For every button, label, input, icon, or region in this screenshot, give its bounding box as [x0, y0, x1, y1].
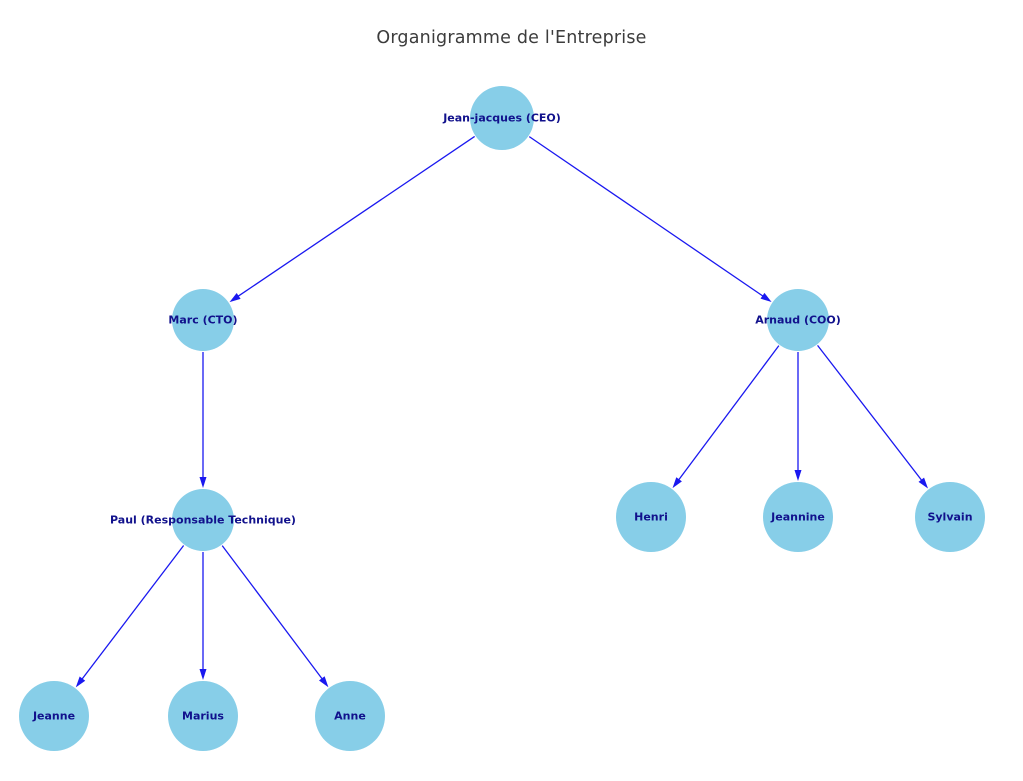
- org-node-coo[interactable]: Arnaud (COO): [755, 289, 841, 351]
- org-node-resp[interactable]: Paul (Responsable Technique): [110, 489, 296, 551]
- edge-resp-to-anne: [221, 545, 329, 688]
- org-node-sylvain[interactable]: Sylvain: [915, 482, 985, 552]
- node-circle-marius[interactable]: [168, 681, 238, 751]
- edge-ceo-to-cto: [229, 135, 476, 303]
- arrowhead-icon: [794, 470, 802, 481]
- node-label-marius: Marius: [182, 710, 224, 723]
- edge-coo-to-jeannine: [794, 352, 802, 481]
- arrowhead-icon: [319, 676, 329, 688]
- arrowhead-icon: [199, 669, 207, 680]
- org-node-jeannine[interactable]: Jeannine: [763, 482, 833, 552]
- node-label-jeannine: Jeannine: [770, 511, 825, 524]
- arrowhead-icon: [918, 477, 929, 489]
- node-label-resp: Paul (Responsable Technique): [110, 514, 296, 527]
- nodes-layer: Jean-jacques (CEO) Marc (CTO) Arnaud (COO)…: [19, 86, 985, 751]
- page-title: Organigramme de l'Entreprise: [376, 28, 647, 48]
- edge-resp-to-marius: [199, 552, 207, 680]
- org-node-henri[interactable]: Henri: [616, 482, 686, 552]
- node-label-coo: Arnaud (COO): [755, 314, 841, 327]
- node-label-henri: Henri: [634, 511, 668, 524]
- node-circle-cto[interactable]: [172, 289, 234, 351]
- edges-layer: [75, 135, 929, 688]
- arrowhead-icon: [75, 676, 86, 688]
- node-label-sylvain: Sylvain: [927, 511, 972, 524]
- node-label-ceo: Jean-jacques (CEO): [442, 112, 561, 125]
- edge-coo-to-sylvain: [817, 344, 929, 489]
- node-circle-jeanne[interactable]: [19, 681, 89, 751]
- arrowhead-icon: [199, 477, 207, 488]
- org-node-cto[interactable]: Marc (CTO): [168, 289, 238, 351]
- org-node-marius[interactable]: Marius: [168, 681, 238, 751]
- node-circle-ceo[interactable]: [470, 86, 534, 150]
- edge-coo-to-henri: [672, 345, 780, 489]
- node-circle-jeannine[interactable]: [763, 482, 833, 552]
- node-circle-resp[interactable]: [172, 489, 234, 551]
- node-label-jeanne: Jeanne: [32, 710, 75, 723]
- org-node-jeanne[interactable]: Jeanne: [19, 681, 89, 751]
- arrowhead-icon: [672, 477, 682, 489]
- edge-ceo-to-coo: [528, 136, 772, 302]
- node-circle-anne[interactable]: [315, 681, 385, 751]
- node-circle-henri[interactable]: [616, 482, 686, 552]
- edge-resp-to-jeanne: [75, 545, 185, 688]
- node-label-cto: Marc (CTO): [168, 314, 237, 327]
- org-node-ceo[interactable]: Jean-jacques (CEO): [442, 86, 561, 150]
- node-circle-sylvain[interactable]: [915, 482, 985, 552]
- arrowhead-icon: [229, 293, 241, 303]
- org-node-anne[interactable]: Anne: [315, 681, 385, 751]
- node-circle-coo[interactable]: [767, 289, 829, 351]
- node-label-anne: Anne: [334, 710, 366, 723]
- edge-cto-to-resp: [199, 352, 207, 488]
- arrowhead-icon: [760, 292, 772, 302]
